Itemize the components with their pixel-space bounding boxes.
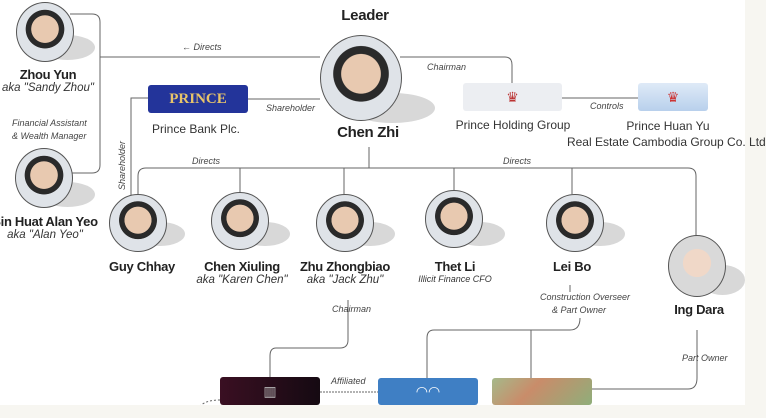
thet-li-photo[interactable]	[425, 190, 483, 248]
huan-yu-line1: Prince Huan Yu	[626, 119, 710, 133]
thet-li-role: Illicit Finance CFO	[418, 274, 492, 284]
crown-icon: ♛	[506, 88, 519, 105]
huan-yu-name: Prince Huan Yu Real Estate Cambodia Group…	[567, 118, 766, 150]
huan-yu-line2: Real Estate Cambodia Group Co. Ltd.	[566, 135, 766, 149]
chen-xiuling-photo[interactable]	[211, 192, 269, 250]
fan-icon: ◠◠	[415, 383, 441, 399]
zhu-zhongbiao-aka: aka "Jack Zhu"	[306, 274, 384, 286]
lei-bo-photo[interactable]	[546, 194, 604, 252]
connector-lines	[70, 13, 698, 405]
relation-directs-a: Directs	[192, 156, 221, 166]
guy-chhay-photo[interactable]	[109, 194, 167, 252]
huan-yu-logo[interactable]: ♛	[638, 83, 708, 111]
prince-holding-logo[interactable]: ♛	[463, 83, 562, 111]
relation-part-owner-leibo: & Part Owner	[552, 305, 607, 315]
development-aerial-image[interactable]	[492, 378, 592, 405]
chen-zhi-photo[interactable]	[320, 35, 402, 121]
prince-holding-name: Prince Holding Group	[455, 118, 571, 132]
chen-xiuling-aka: aka "Karen Chen"	[196, 274, 288, 286]
chen-xiuling-name: Chen Xiuling	[204, 259, 280, 274]
khmer-logo[interactable]: ◠◠	[378, 378, 478, 405]
thet-li-name: Thet Li	[434, 259, 476, 274]
zhou-yun-name: Zhou Yun	[19, 67, 77, 82]
relation-directs-b: Directs	[503, 156, 532, 166]
relation-wealth-manager: & Wealth Manager	[12, 131, 87, 141]
relation-chairman: Chairman	[427, 62, 467, 72]
lei-bo-name: Lei Bo	[553, 259, 591, 274]
org-chart: Leader Chen Zhi Zhou Yun aka "Sandy Zhou…	[0, 0, 766, 405]
relation-directs: ← Directs	[182, 42, 222, 52]
leader-label: Leader	[341, 7, 389, 24]
zhou-yun-aka: aka "Sandy Zhou"	[2, 82, 94, 94]
relation-zhu-chairman: Chairman	[332, 304, 372, 314]
relation-shareholder-vertical: Shareholder	[117, 140, 127, 190]
relation-affiliated: Affiliated	[331, 376, 366, 386]
relation-part-owner: Part Owner	[682, 353, 728, 363]
relation-shareholder: Shareholder	[266, 103, 316, 113]
sin-huat-name: Sin Huat Alan Yeo	[0, 214, 98, 229]
crown-icon: ♛	[666, 88, 680, 105]
relation-construction-overseer: Construction Overseer	[540, 292, 631, 302]
relation-financial-assistant: Financial Assistant	[12, 118, 87, 128]
zhou-yun-photo[interactable]	[16, 2, 74, 62]
prince-bank-logo[interactable]: PRINCE	[148, 85, 248, 113]
zhu-zhongbiao-name: Zhu Zhongbiao	[300, 259, 390, 274]
dark-building-logo[interactable]: ▥	[220, 377, 320, 405]
ing-dara-name: Ing Dara	[674, 302, 724, 317]
chen-zhi-name: Chen Zhi	[337, 124, 399, 141]
building-icon: ▥	[263, 382, 277, 399]
sin-huat-photo[interactable]	[15, 148, 73, 208]
sin-huat-aka: aka "Alan Yeo"	[7, 229, 83, 241]
zhu-zhongbiao-photo[interactable]	[316, 194, 374, 252]
ing-dara-photo[interactable]	[668, 235, 726, 297]
guy-chhay-name: Guy Chhay	[109, 259, 175, 274]
prince-bank-name: Prince Bank Plc.	[151, 122, 241, 136]
relation-controls: Controls	[590, 101, 624, 111]
